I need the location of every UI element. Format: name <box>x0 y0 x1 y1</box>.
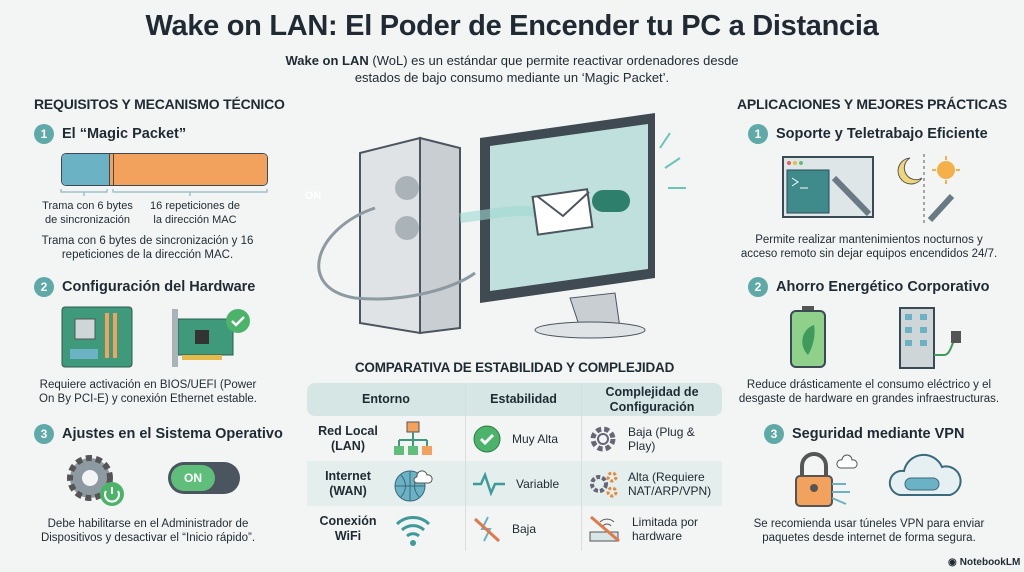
subtitle-bold: Wake on LAN <box>285 53 369 68</box>
divider <box>110 154 114 185</box>
magic-packet-bar <box>61 153 268 186</box>
magic-packet-caption: Trama con 6 bytes de sincronización y 16… <box>41 235 254 261</box>
motherboard-icon <box>61 306 133 368</box>
battery-leaf-icon <box>790 306 826 368</box>
mac-segment <box>114 154 267 185</box>
broken-signal-icon <box>473 516 501 542</box>
network-topology-icon <box>394 421 432 455</box>
complexity-value: Alta (Requiere NAT/ARP/VPN) <box>628 469 712 498</box>
hardware-caption: Requiere activación en BIOS/UEFI (Power … <box>39 379 257 405</box>
network-card-icon <box>172 309 250 367</box>
support-caption: Permite realizar mantenimientos nocturno… <box>740 234 998 260</box>
globe-cloud-icon <box>394 469 433 501</box>
right-item-1: 1 Soporte y Teletrabajo Eficiente <box>748 124 988 144</box>
building-plug-icon <box>899 307 961 369</box>
table-heading: COMPARATIVA DE ESTABILIDAD Y COMPLEJIDAD <box>354 360 675 375</box>
stability-value: Variable <box>516 476 560 491</box>
step-number: 2 <box>34 277 54 297</box>
right-item-2: 2 Ahorro Energético Corporativo <box>748 277 990 297</box>
left-item-2: 2 Configuración del Hardware <box>34 277 255 297</box>
item-title: Soporte y Teletrabajo Eficiente <box>776 126 988 142</box>
table-row: Conexión WiFi Baja Limitada por hardware <box>307 506 722 551</box>
table-row: Internet (WAN) Variable Alta (Requiere N… <box>307 461 722 506</box>
check-icon <box>473 425 501 452</box>
cloud-tunnel-icon <box>888 453 962 496</box>
notebooklm-brand: ◉NotebookLM <box>948 557 1020 568</box>
stability-value: Muy Alta <box>512 431 559 446</box>
gear-power-icon <box>67 455 124 506</box>
item-title: Ajustes en el Sistema Operativo <box>62 426 283 442</box>
env-label: Internet (WAN) <box>325 468 371 498</box>
left-heading: REQUISITOS Y MECANISMO TÉCNICO <box>34 96 285 112</box>
energy-caption: Reduce drásticamente el consumo eléctric… <box>738 379 1000 405</box>
step-number: 1 <box>34 124 54 144</box>
pulse-icon <box>473 471 505 496</box>
brand-label: NotebookLM <box>959 557 1021 568</box>
gear-icon <box>590 426 616 451</box>
left-item-3: 3 Ajustes en el Sistema Operativo <box>34 424 283 444</box>
step-number: 3 <box>764 424 784 444</box>
page-title: Wake on LAN: El Poder de Encender tu PC … <box>145 10 879 42</box>
step-number: 1 <box>748 124 768 144</box>
sync-label: Trama con 6 bytes de sincronización <box>42 200 133 226</box>
lock-network-icon <box>795 452 858 507</box>
remote-terminal-icon <box>782 156 874 218</box>
vpn-caption: Se recomienda usar túneles VPN para envi… <box>753 518 985 544</box>
env-label: Red Local (LAN) <box>318 423 378 453</box>
toggle-label: ON <box>171 465 215 491</box>
subtitle-text: (WoL) es un estándar que permite reactiv… <box>354 53 739 85</box>
env-label: Conexión WiFi <box>319 513 377 543</box>
table-row: Red Local (LAN) Muy Alta Baja (Plug & Pl… <box>307 416 722 461</box>
item-title: Ahorro Energético Corporativo <box>776 279 990 295</box>
item-title: El “Magic Packet” <box>62 126 187 142</box>
night-day-wrench-icon <box>897 154 960 224</box>
os-caption: Debe habilitarse en el Administrador de … <box>40 518 256 544</box>
step-number: 2 <box>748 277 768 297</box>
fast-startup-toggle[interactable]: ON <box>168 462 240 494</box>
header-estabilidad: Estabilidad <box>466 383 582 416</box>
on-button-label: ON <box>304 190 322 202</box>
mac-label: 16 repeticiones de la dirección MAC <box>150 200 240 226</box>
stability-value: Baja <box>512 521 537 536</box>
right-heading: APLICACIONES Y MEJORES PRÁCTICAS <box>737 96 1008 112</box>
right-item-3: 3 Seguridad mediante VPN <box>764 424 964 444</box>
sync-segment <box>62 154 110 185</box>
complexity-value: Baja (Plug & Play) <box>628 424 695 453</box>
complexity-value: Limitada por hardware <box>632 514 699 543</box>
left-item-1: 1 El “Magic Packet” <box>34 124 186 144</box>
header-entorno: Entorno <box>307 383 466 416</box>
item-title: Seguridad mediante VPN <box>792 426 965 442</box>
notebooklm-logo-icon: ◉ <box>948 557 957 568</box>
gears-icon <box>590 471 618 497</box>
brace-icon <box>60 189 268 196</box>
item-title: Configuración del Hardware <box>62 279 256 295</box>
subtitle: Wake on LAN (WoL) es un estándar que per… <box>262 52 762 86</box>
router-crossed-icon <box>589 515 620 542</box>
step-number: 3 <box>34 424 54 444</box>
header-complejidad: Complejidad de Configuración <box>582 383 722 416</box>
pc-illustration <box>317 113 686 339</box>
wifi-icon <box>395 515 431 546</box>
